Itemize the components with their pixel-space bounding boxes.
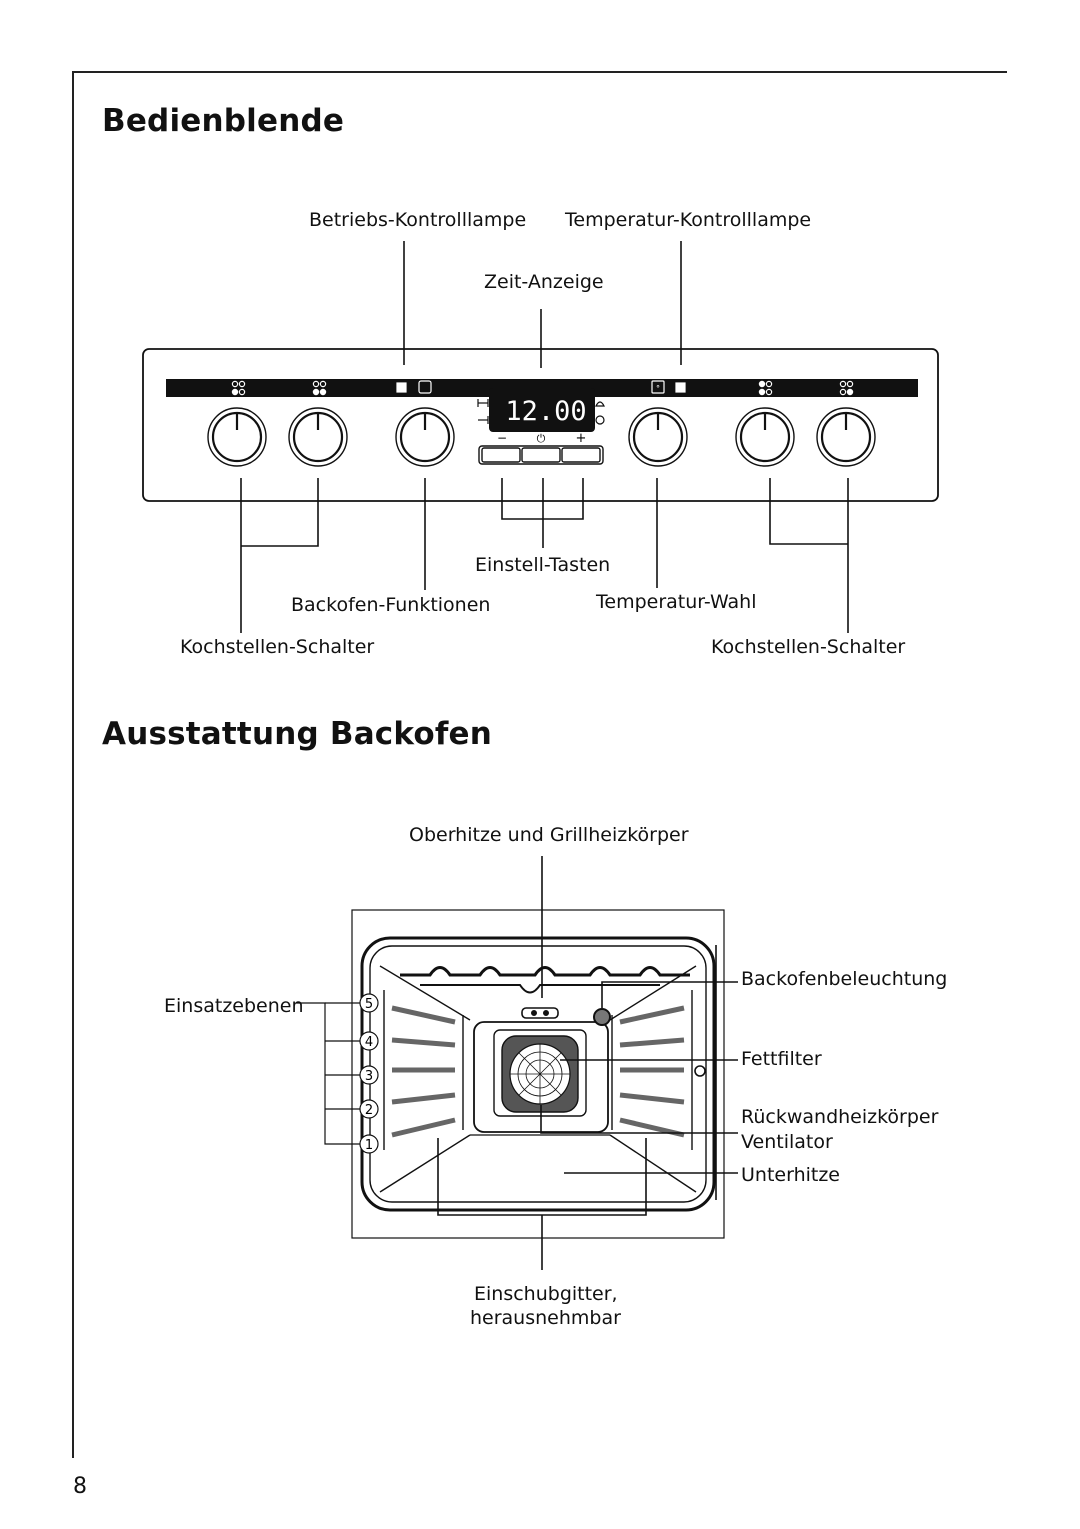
strip-symbols (231, 380, 854, 396)
section-title-oven-features: Ausstattung Backofen (102, 716, 493, 752)
label-oven-light: Backofenbeleuchtung (741, 968, 948, 990)
shelf-number-2: 2 (365, 1103, 373, 1118)
label-hob-switch-right: Kochstellen-Schalter (711, 636, 906, 658)
plus-symbol: + (576, 431, 587, 446)
time-display-value: 12.00 (505, 396, 586, 427)
clock-symbol: ⏻ (537, 432, 546, 445)
label-time-display: Zeit-Anzeige (484, 271, 604, 293)
label-top-heat-grill: Oberhitze und Grillheizkörper (409, 824, 689, 846)
label-hob-switch-left: Kochstellen-Schalter (180, 636, 375, 658)
shelf-number-5: 5 (365, 997, 373, 1012)
label-shelf-levels: Einsatzebenen (164, 995, 304, 1017)
minus-button[interactable] (481, 447, 521, 463)
shelf-number-badges: 5 4 3 2 1 (359, 993, 379, 1154)
oven-outer-frame (351, 909, 725, 1239)
hob-knob-1[interactable] (207, 407, 267, 467)
oven-light-bulb (593, 1008, 611, 1026)
oven-leaders (437, 856, 738, 1270)
shelf-number-1: 1 (365, 1138, 373, 1153)
label-rear-heater: Rückwandheizkörper (741, 1106, 939, 1128)
label-bottom-heat: Unterhitze (741, 1164, 840, 1186)
plus-button[interactable] (561, 447, 601, 463)
right-shelf-rails (619, 1005, 685, 1138)
hob-knob-3[interactable] (735, 407, 795, 467)
minus-symbol: − (497, 431, 507, 445)
label-grease-filter: Fettfilter (741, 1048, 822, 1070)
right-lamp (694, 1065, 706, 1077)
label-shelf-rails-line1: Einschubgitter, (474, 1283, 618, 1305)
panel-bottom-leaders (240, 478, 849, 633)
top-lamp-cover (521, 1007, 559, 1019)
label-oven-functions: Backofen-Funktionen (291, 594, 491, 616)
temperature-knob[interactable] (628, 407, 688, 467)
shelf-number-3: 3 (365, 1069, 373, 1084)
page-frame-top-rule (72, 71, 1007, 73)
left-shelf-rails (391, 1005, 456, 1138)
section-title-control-panel: Bedienblende (102, 103, 345, 139)
hob-knob-4[interactable] (816, 407, 876, 467)
label-shelf-rails-line2: herausnehmbar (470, 1307, 621, 1329)
control-panel-frame (142, 348, 939, 502)
display-side-icons (477, 399, 605, 425)
knobs (207, 407, 876, 467)
label-setting-buttons: Einstell-Tasten (475, 554, 611, 576)
shelf-number-4: 4 (365, 1035, 373, 1050)
page-frame-left-rule (72, 71, 74, 1458)
strip-celsius-symbol: ° (656, 384, 660, 393)
setting-buttons-group (478, 445, 604, 465)
label-operating-lamp: Betriebs-Kontrolllampe (309, 209, 527, 231)
oven-function-knob[interactable] (395, 407, 455, 467)
label-fan: Ventilator (741, 1131, 833, 1153)
fan-housing (493, 1029, 587, 1117)
hob-knob-2[interactable] (288, 407, 348, 467)
label-temperature-select: Temperatur-Wahl (596, 591, 757, 613)
clock-button[interactable] (521, 447, 561, 463)
page-number: 8 (73, 1474, 87, 1499)
time-display-screen (489, 388, 595, 432)
grill-element (400, 966, 690, 977)
label-temperature-lamp: Temperatur-Kontrolllampe (565, 209, 812, 231)
shelf-level-callouts (296, 1002, 360, 1145)
